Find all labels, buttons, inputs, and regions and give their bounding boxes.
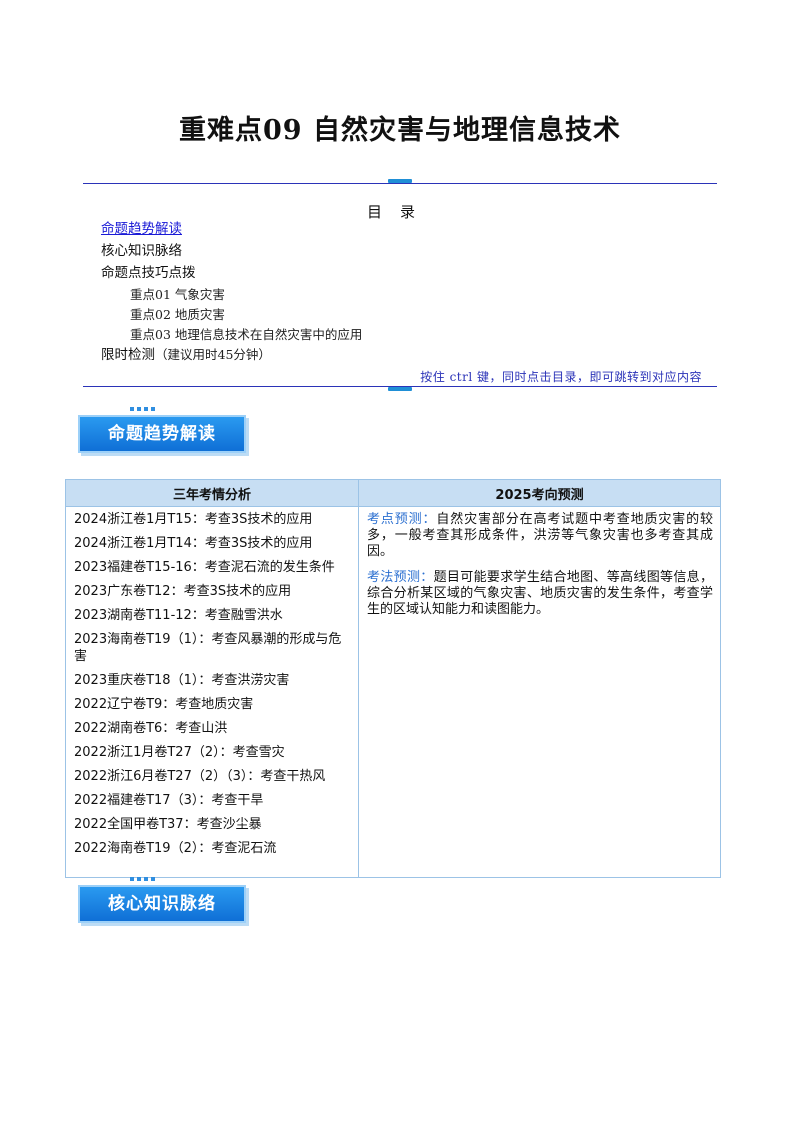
list-item: 2023海南卷T19（1）：考查风暴潮的形成与危害 bbox=[74, 632, 342, 664]
forecast-cell: 考点预测：自然灾害部分在高考试题中考查地质灾害的较多，一般考查其形成条件，洪涝等… bbox=[358, 506, 721, 878]
forecast-point-text: 自然灾害部分在高考试题中考查地质灾害的较多，一般考查其形成条件，洪涝等气象灾害也… bbox=[367, 512, 713, 559]
toc-item-knowledge[interactable]: 核心知识脉络 bbox=[101, 243, 182, 259]
divider-mark bbox=[388, 179, 412, 183]
divider-mark-bottom bbox=[388, 387, 412, 391]
list-item: 2022浙江6月卷T27（2）（3）：考查干热风 bbox=[74, 769, 326, 784]
toc-hint: 按住 ctrl 键，同时点击目录，即可跳转到对应内容 bbox=[420, 370, 702, 384]
list-item: 2023福建卷T15-16：考查泥石流的发生条件 bbox=[74, 560, 335, 575]
analysis-list: 2024浙江卷1月T15：考查3S技术的应用 2024浙江卷1月T14：考查3S… bbox=[65, 506, 359, 878]
list-item: 2023重庆卷T18（1）：考查洪涝灾害 bbox=[74, 673, 290, 688]
tag-dots bbox=[130, 407, 155, 411]
list-item: 2023广东卷T12：考查3S技术的应用 bbox=[74, 584, 292, 599]
list-item: 2022浙江1月卷T27（2）：考查雪灾 bbox=[74, 745, 285, 760]
list-item: 2022海南卷T19（2）：考查泥石流 bbox=[74, 841, 277, 856]
forecast-method-label: 考法预测： bbox=[367, 570, 434, 585]
list-item: 2022福建卷T17（3）：考查干旱 bbox=[74, 793, 264, 808]
toc-item-test-label: 限时检测 bbox=[101, 347, 155, 363]
toc-item-test-note: （建议用时45分钟） bbox=[155, 347, 271, 362]
list-item: 2022全国甲卷T37：考查沙尘暴 bbox=[74, 817, 262, 832]
section-tag-trend: 命题趋势解读 bbox=[78, 407, 246, 453]
forecast-point-label: 考点预测： bbox=[367, 512, 437, 527]
forecast-point: 考点预测：自然灾害部分在高考试题中考查地质灾害的较多，一般考查其形成条件，洪涝等… bbox=[359, 507, 720, 562]
list-item: 2023湖南卷T11-12：考查融雪洪水 bbox=[74, 608, 283, 623]
toc-item-key03[interactable]: 重点03 地理信息技术在自然灾害中的应用 bbox=[130, 327, 363, 342]
table-header-analysis: 三年考情分析 bbox=[65, 479, 359, 507]
toc-item-key02[interactable]: 重点02 地质灾害 bbox=[130, 307, 225, 322]
toc-item-trend[interactable]: 命题趋势解读 bbox=[101, 221, 182, 237]
page-title: 重难点09 自然灾害与地理信息技术 bbox=[179, 115, 621, 146]
divider-bottom bbox=[83, 386, 717, 387]
list-item: 2024浙江卷1月T15：考查3S技术的应用 bbox=[74, 512, 313, 527]
list-item: 2024浙江卷1月T14：考查3S技术的应用 bbox=[74, 536, 313, 551]
toc-item-test[interactable]: 限时检测（建议用时45分钟） bbox=[101, 347, 271, 363]
section-title-knowledge: 核心知识脉络 bbox=[78, 885, 246, 923]
divider-top bbox=[83, 183, 717, 184]
section-title-trend: 命题趋势解读 bbox=[78, 415, 246, 453]
section-tag-knowledge: 核心知识脉络 bbox=[78, 877, 246, 923]
list-item: 2022辽宁卷T9：考查地质灾害 bbox=[74, 697, 254, 712]
forecast-method-text: 题目可能要求学生结合地图、等高线图等信息，综合分析某区域的气象灾害、地质灾害的发… bbox=[367, 570, 713, 617]
list-item: 2022湖南卷T6：考查山洪 bbox=[74, 721, 228, 736]
tag-dots bbox=[130, 877, 155, 881]
toc-item-tips[interactable]: 命题点技巧点拨 bbox=[101, 265, 196, 281]
toc-item-key01[interactable]: 重点01 气象灾害 bbox=[130, 287, 225, 302]
analysis-table: 三年考情分析 2025考向预测 2024浙江卷1月T15：考查3S技术的应用 2… bbox=[65, 479, 721, 878]
toc-heading: 目录 bbox=[366, 203, 433, 221]
forecast-method: 考法预测：题目可能要求学生结合地图、等高线图等信息，综合分析某区域的气象灾害、地… bbox=[359, 562, 720, 620]
table-header-forecast: 2025考向预测 bbox=[358, 479, 721, 507]
